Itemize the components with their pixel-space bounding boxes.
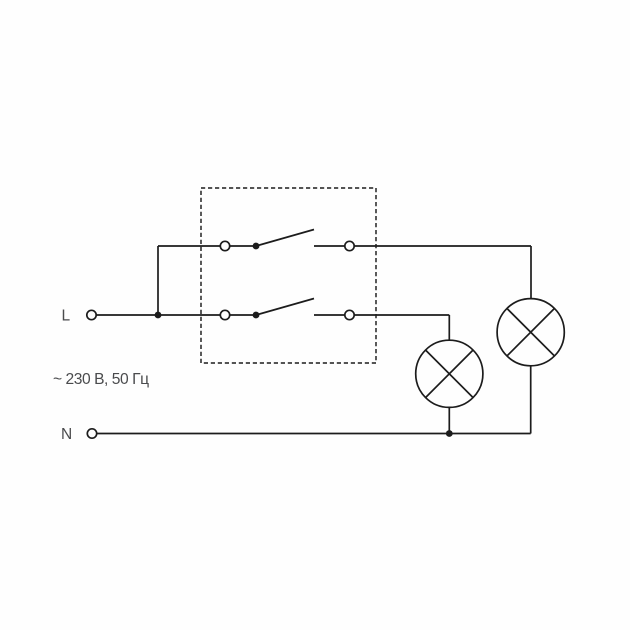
svg-text:~ 230 В, 50 Гц: ~ 230 В, 50 Гц (53, 371, 149, 388)
svg-text:N: N (61, 426, 72, 443)
svg-text:L: L (62, 308, 71, 325)
